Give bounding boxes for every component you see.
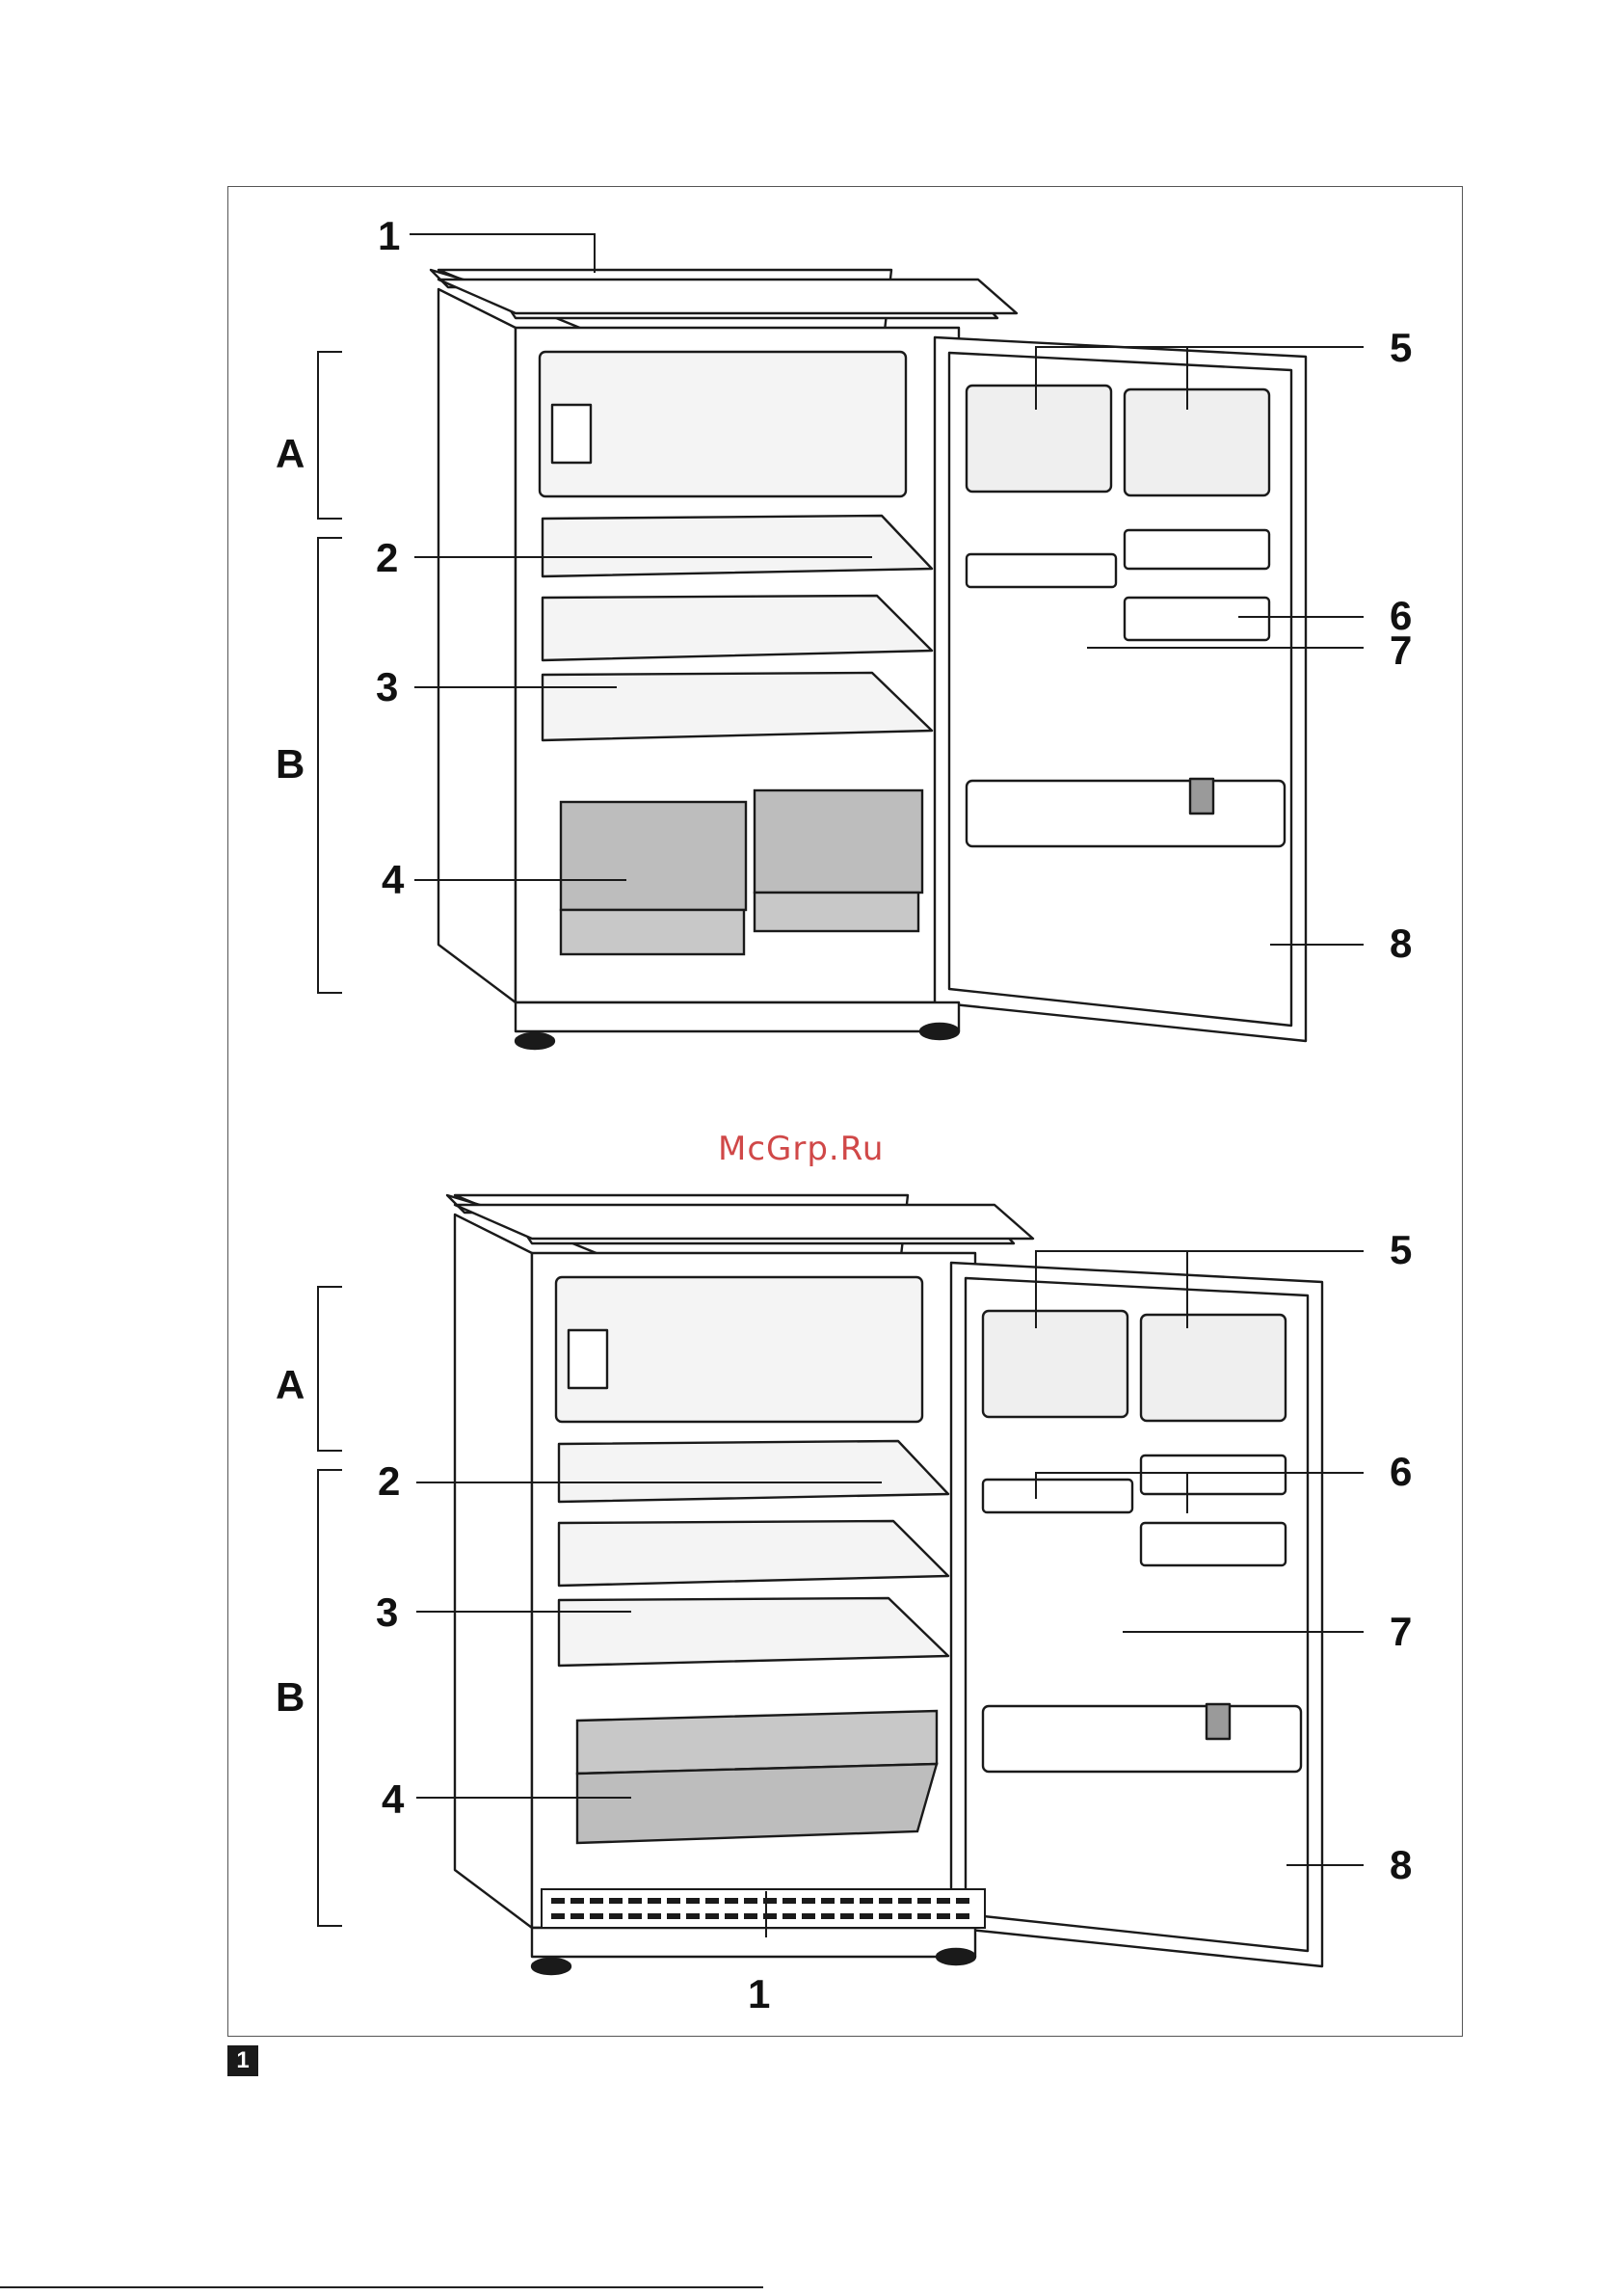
section-a-top: A bbox=[276, 434, 305, 474]
callout-5-bottom: 5 bbox=[1390, 1230, 1412, 1270]
callout-1-top: 1 bbox=[378, 216, 400, 256]
callout-3-top: 3 bbox=[376, 667, 398, 707]
callout-1-bottom: 1 bbox=[748, 1974, 770, 2015]
callout-2-top: 2 bbox=[376, 538, 398, 578]
footer-rule bbox=[0, 2286, 763, 2288]
callout-4-bottom: 4 bbox=[382, 1779, 404, 1820]
watermark-text: McGrp.Ru bbox=[718, 1130, 884, 1168]
callout-7-top: 7 bbox=[1390, 630, 1412, 671]
top-fridge bbox=[431, 270, 1306, 1049]
callout-6-bottom: 6 bbox=[1390, 1452, 1412, 1492]
callout-5-top: 5 bbox=[1390, 328, 1412, 368]
bottom-fridge bbox=[447, 1195, 1322, 1974]
section-a-bottom: A bbox=[276, 1365, 305, 1405]
section-b-bottom: B bbox=[276, 1677, 305, 1718]
figure-number-badge: 1 bbox=[227, 2045, 258, 2076]
callout-2-bottom: 2 bbox=[378, 1461, 400, 1502]
callout-7-bottom: 7 bbox=[1390, 1612, 1412, 1652]
section-b-top: B bbox=[276, 744, 305, 785]
callout-8-top: 8 bbox=[1390, 923, 1412, 964]
callout-3-bottom: 3 bbox=[376, 1592, 398, 1633]
callout-4-top: 4 bbox=[382, 860, 404, 900]
callout-8-bottom: 8 bbox=[1390, 1845, 1412, 1885]
